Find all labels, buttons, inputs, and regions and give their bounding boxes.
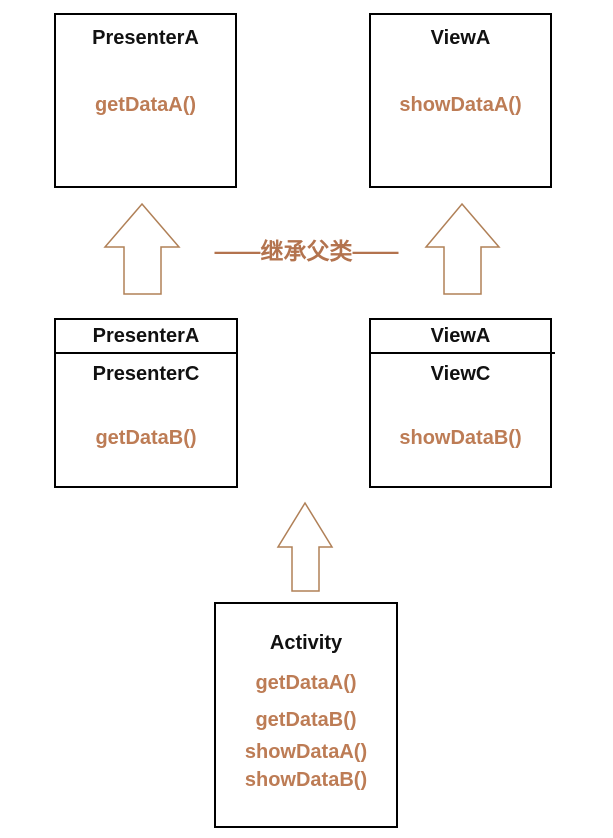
class-box-view-c: ViewA ViewC showDataB() bbox=[369, 318, 555, 488]
class-box-presenter-c: PresenterA PresenterC getDataB() bbox=[54, 318, 238, 488]
class-title: PresenterC bbox=[92, 363, 200, 385]
method-label: getDataA() bbox=[255, 672, 357, 694]
class-box-activity: Activity getDataA() getDataB() showDataA… bbox=[214, 602, 398, 828]
method-label: showDataB() bbox=[244, 769, 368, 791]
parent-class-header: PresenterA bbox=[56, 320, 236, 354]
method-label: showDataA() bbox=[399, 94, 522, 116]
class-title: ViewA bbox=[430, 27, 491, 49]
method-label: showDataA() bbox=[244, 741, 368, 763]
parent-class-header: ViewA bbox=[371, 320, 550, 354]
class-title: ViewC bbox=[430, 363, 491, 385]
class-box-view-a: ViewA showDataA() bbox=[369, 13, 552, 188]
method-label: getDataB() bbox=[255, 709, 357, 731]
method-label: getDataA() bbox=[94, 94, 197, 116]
method-label: showDataB() bbox=[399, 427, 522, 449]
inherit-label: ——继承父类—— bbox=[214, 238, 399, 264]
class-title: PresenterA bbox=[92, 27, 199, 49]
class-box-presenter-a: PresenterA getDataA() bbox=[54, 13, 237, 188]
class-title: Activity bbox=[269, 632, 343, 654]
method-label: getDataB() bbox=[95, 427, 197, 449]
inheritance-arrow-bottom-icon bbox=[276, 501, 334, 592]
divider-overflow bbox=[550, 352, 555, 354]
